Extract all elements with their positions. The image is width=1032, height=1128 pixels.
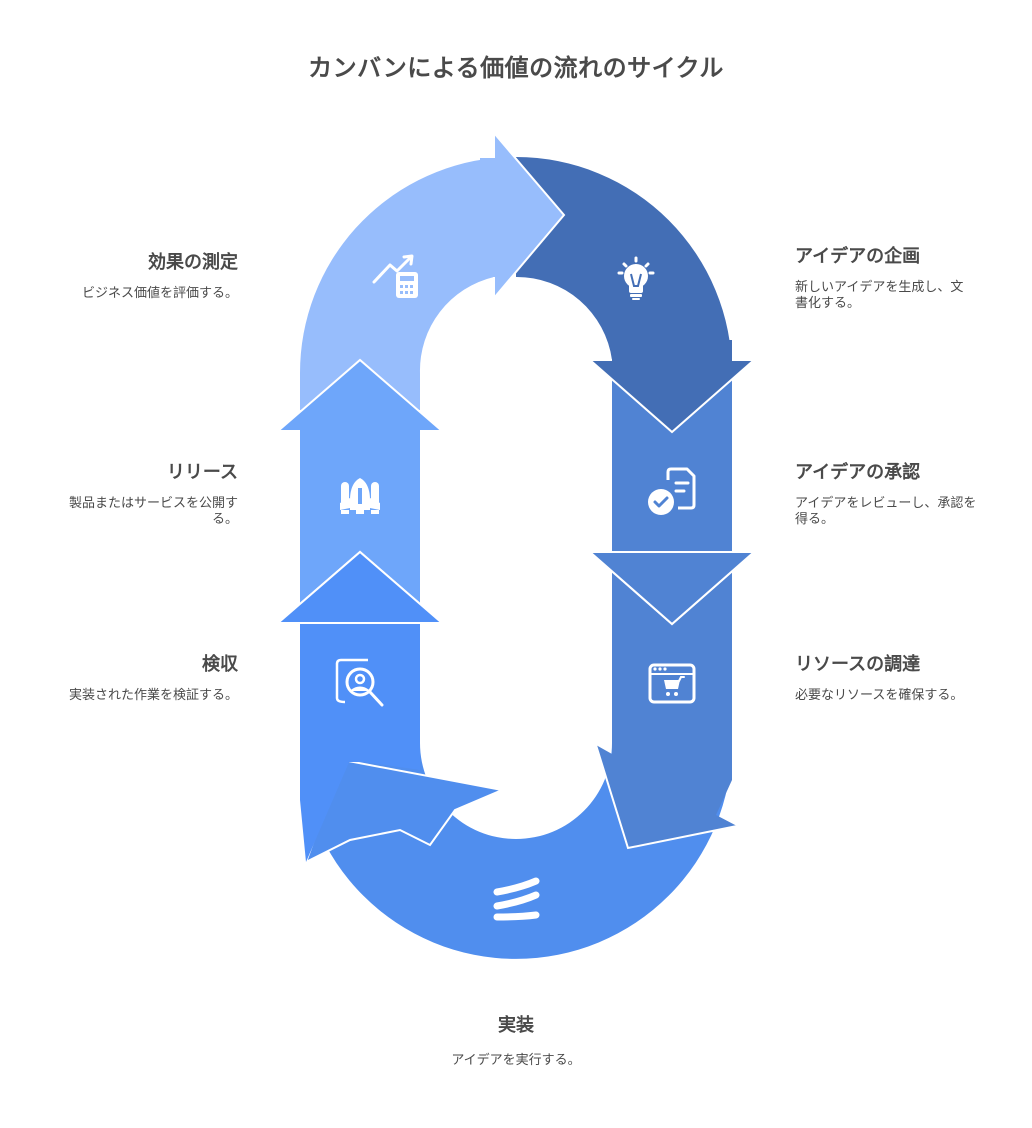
step-procure: リソースの調達 必要なリソースを確保する。 bbox=[795, 650, 985, 704]
step-description: 実装された作業を検証する。 bbox=[68, 688, 238, 703]
step-description: 新しいアイデアを生成し、文書化する。 bbox=[795, 280, 964, 311]
step-accept: 検収 実装された作業を検証する。 bbox=[48, 650, 238, 704]
step-plan: アイデアの企画 新しいアイデアを生成し、文書化する。 bbox=[795, 242, 985, 312]
step-implement: 実装 アイデアを実行する。 bbox=[386, 1011, 646, 1069]
lightbulb-icon bbox=[617, 256, 655, 300]
step-title: 実装 bbox=[498, 1015, 534, 1036]
step-measure: 効果の測定 ビジネス価値を評価する。 bbox=[48, 248, 238, 302]
step-description: アイデアをレビューし、承認を得る。 bbox=[795, 496, 977, 527]
step-approve: アイデアの承認 アイデアをレビューし、承認を得る。 bbox=[795, 458, 985, 528]
step-title: 検収 bbox=[202, 654, 238, 675]
rocket-launch-icon bbox=[340, 478, 380, 514]
chart-calculator-icon bbox=[372, 254, 418, 298]
arrowhead-implement bbox=[304, 758, 506, 865]
step-title: 効果の測定 bbox=[148, 252, 238, 273]
diagram-title: カンバンによる価値の流れのサイクル bbox=[308, 54, 724, 82]
step-title: リソースの調達 bbox=[795, 654, 921, 675]
step-title: アイデアの企画 bbox=[795, 246, 921, 267]
step-description: 製品またはサービスを公開する。 bbox=[68, 496, 238, 527]
segment-procure bbox=[596, 580, 737, 848]
document-check-icon bbox=[648, 467, 696, 515]
user-search-document-icon bbox=[335, 658, 384, 707]
shopping-cart-browser-icon bbox=[648, 663, 696, 704]
step-release: リリース 製品またはサービスを公開する。 bbox=[48, 458, 238, 528]
spring-icon bbox=[493, 877, 540, 921]
step-description: ビジネス価値を評価する。 bbox=[81, 286, 238, 301]
step-title: アイデアの承認 bbox=[795, 462, 921, 483]
step-description: 必要なリソースを確保する。 bbox=[795, 688, 964, 703]
step-title: リリース bbox=[166, 462, 238, 483]
step-description: アイデアを実行する。 bbox=[451, 1053, 581, 1068]
